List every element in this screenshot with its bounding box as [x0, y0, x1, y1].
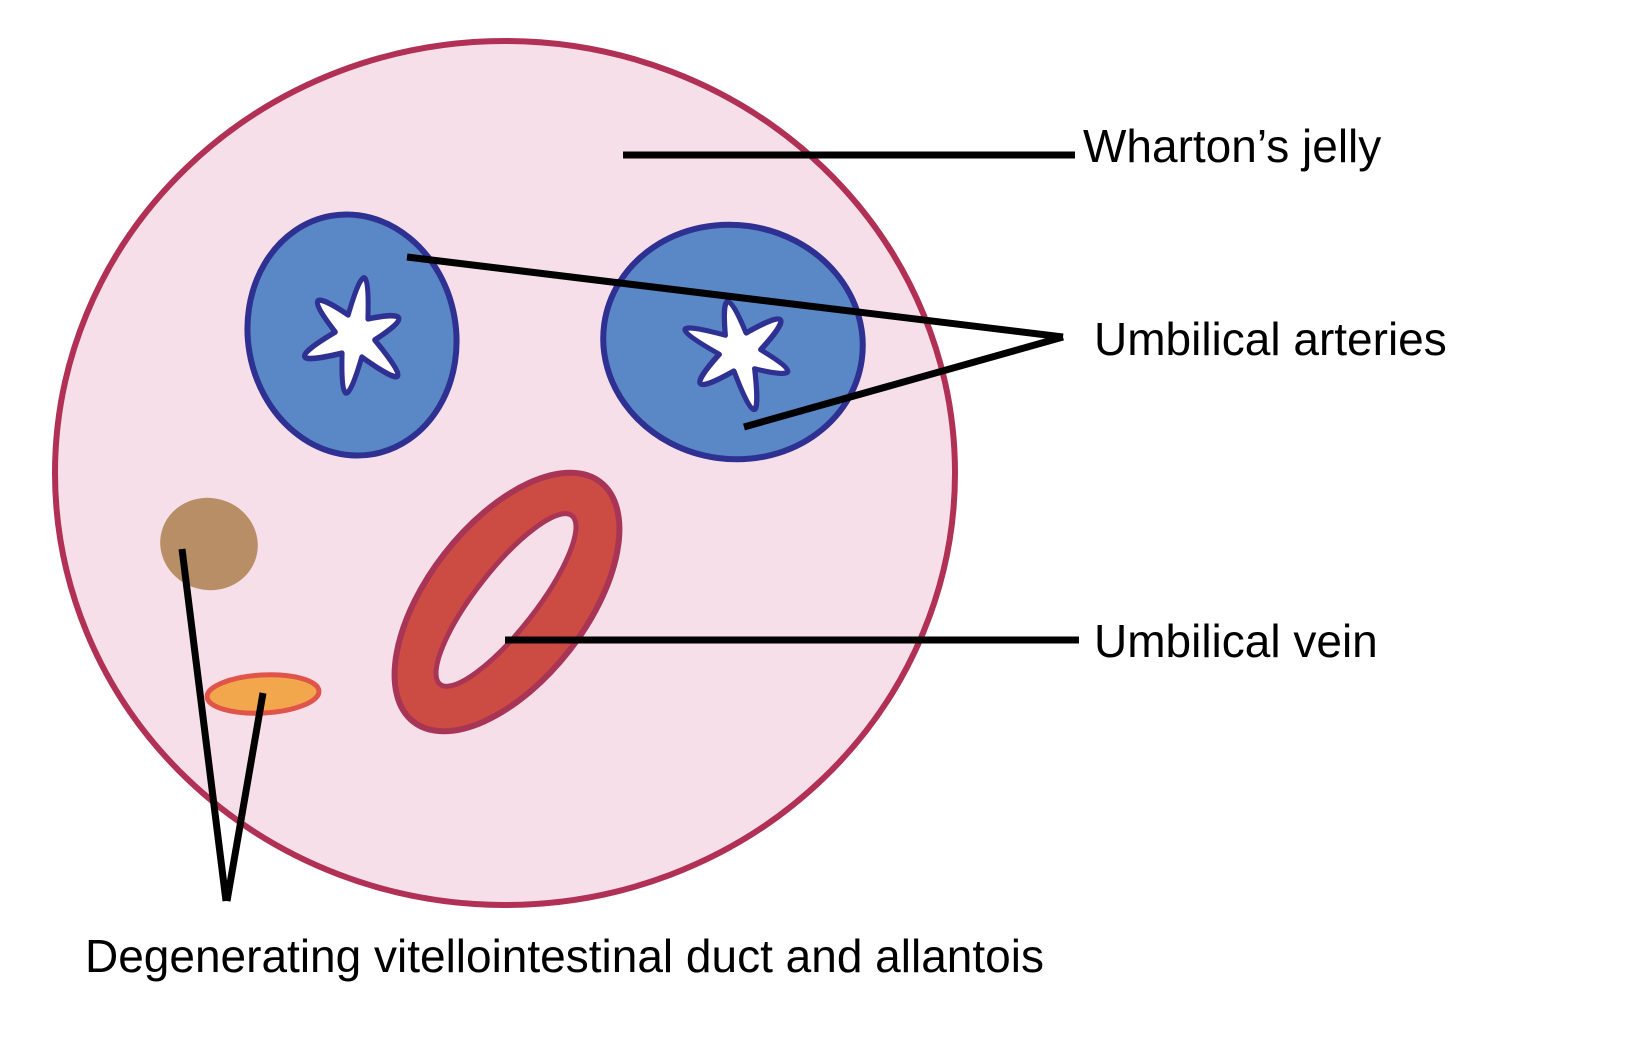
umbilical-artery-right	[600, 221, 866, 463]
umbilical-vein-ring	[391, 469, 623, 735]
label-whartons-jelly: Wharton’s jelly	[1083, 120, 1381, 172]
leader-artery-right	[743, 333, 1064, 431]
umbilical-artery-left	[244, 211, 460, 459]
leader-artery-left	[406, 253, 1064, 341]
label-umbilical-arteries: Umbilical arteries	[1094, 313, 1447, 365]
leader-duct	[178, 548, 230, 902]
label-degenerating: Degenerating vitellointestinal duct and …	[85, 930, 1044, 982]
label-umbilical-vein: Umbilical vein	[1094, 615, 1378, 667]
whartons-jelly-body	[52, 38, 958, 908]
vein-lumen	[433, 511, 579, 689]
leader-allantois	[223, 692, 267, 902]
